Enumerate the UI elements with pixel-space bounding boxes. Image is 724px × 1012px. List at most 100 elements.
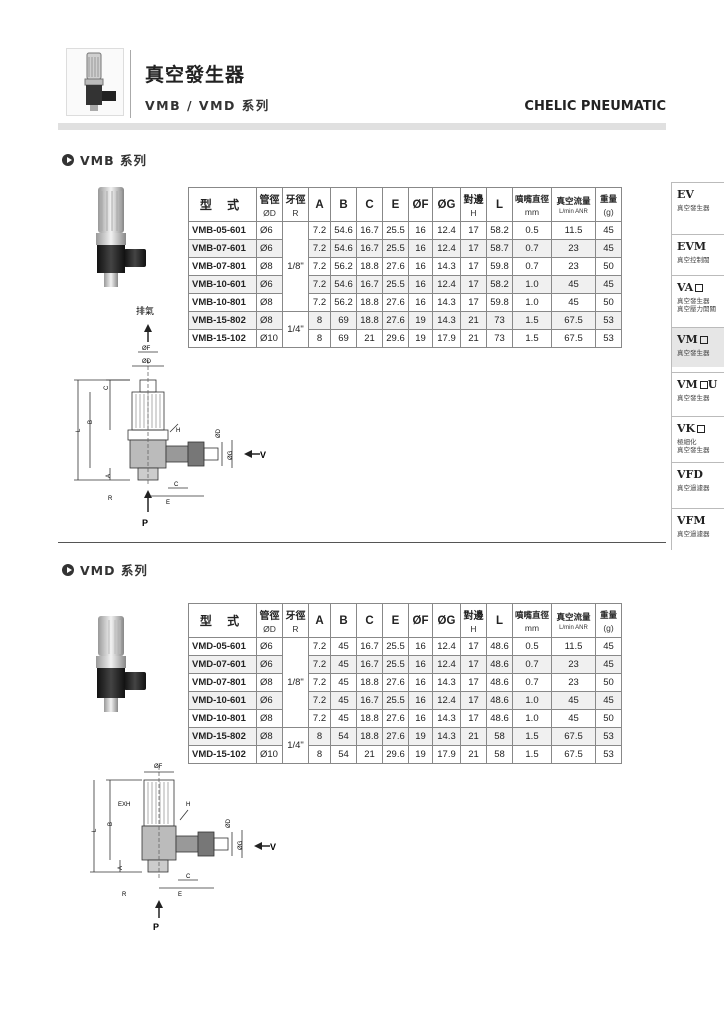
col-a: A — [308, 603, 331, 638]
cell-od: Ø8 — [256, 311, 283, 330]
cell-e: 27.6 — [382, 727, 409, 746]
cell-g: 14.3 — [432, 709, 461, 728]
cell-nozzle: 0.7 — [511, 239, 553, 258]
cell-flow: 45 — [551, 691, 597, 710]
cell-flow: 67.5 — [551, 745, 597, 764]
cell-od: Ø8 — [256, 257, 283, 276]
cell-h: 17 — [460, 293, 487, 312]
cell-e: 25.5 — [382, 275, 409, 294]
product-thumbnail — [66, 48, 124, 116]
cell-f: 16 — [408, 275, 433, 294]
cell-g: 12.4 — [432, 221, 461, 240]
sidebar-desc: 真空過濾器 — [677, 484, 710, 492]
vmb-dimension-drawing: 排氣 ØF ØD C B L H A R C E ØD ØG V P — [74, 305, 266, 528]
cell-flow: 11.5 — [551, 221, 597, 240]
cell-model: VMD-15-802 — [188, 727, 257, 746]
sidebar-code: VFM — [677, 514, 706, 527]
cell-a: 7.2 — [308, 221, 331, 240]
cell-thread: 1/8" — [282, 637, 309, 728]
cell-b: 54.6 — [330, 275, 357, 294]
cell-model: VMD-10-601 — [188, 691, 257, 710]
section-divider — [58, 542, 666, 543]
cell-h: 17 — [460, 673, 487, 692]
cell-l: 48.6 — [486, 655, 513, 674]
sidebar-code: VFD — [677, 468, 703, 481]
cell-c: 16.7 — [356, 239, 383, 258]
sidebar-desc: 極細化真空發生器 — [677, 438, 710, 455]
sidebar-code: VM — [677, 333, 724, 346]
cell-g: 14.3 — [432, 293, 461, 312]
cell-weight: 45 — [595, 691, 623, 710]
section-label: VMB 系列 — [80, 153, 147, 168]
cell-c: 21 — [356, 329, 383, 348]
cell-nozzle: 1.0 — [511, 275, 553, 294]
cell-l: 48.6 — [486, 691, 513, 710]
drawing-label-f: ØF — [142, 346, 151, 352]
cell-weight: 45 — [595, 221, 623, 240]
cell-model: VMB-15-102 — [188, 329, 257, 348]
sidebar-code: EV — [677, 188, 694, 201]
cell-b: 45 — [330, 709, 357, 728]
cell-f: 16 — [408, 673, 433, 692]
cell-e: 29.6 — [382, 329, 409, 348]
drawing-label-h: H — [186, 802, 190, 808]
drawing-label-v: V — [260, 450, 266, 460]
cell-weight: 45 — [595, 275, 623, 294]
drawing-label-c: C — [186, 874, 191, 880]
cell-e: 27.6 — [382, 311, 409, 330]
col-model: 型 式 — [188, 603, 257, 638]
cell-l: 48.6 — [486, 709, 513, 728]
cell-b: 69 — [330, 311, 357, 330]
cell-l: 73 — [486, 329, 513, 348]
cell-model: VMD-07-801 — [188, 673, 257, 692]
cell-e: 29.6 — [382, 745, 409, 764]
cell-nozzle: 1.5 — [511, 311, 553, 330]
col-l: L — [486, 187, 513, 222]
cell-flow: 23 — [551, 673, 597, 692]
drawing-label-d: ØD — [142, 359, 152, 365]
cell-f: 16 — [408, 221, 433, 240]
cell-nozzle: 1.0 — [511, 691, 553, 710]
cell-g: 17.9 — [432, 745, 461, 764]
section-heading-vmd: VMD 系列 — [62, 560, 148, 579]
cell-od: Ø8 — [256, 709, 283, 728]
cell-c: 18.8 — [356, 709, 383, 728]
cell-g: 14.3 — [432, 257, 461, 276]
cell-c: 21 — [356, 745, 383, 764]
col-weight: 重量(g) — [595, 187, 623, 222]
drawing-label-r: R — [122, 892, 127, 898]
cell-g: 12.4 — [432, 239, 461, 258]
cell-weight: 50 — [595, 673, 623, 692]
cell-b: 45 — [330, 673, 357, 692]
sidebar-item-vfd[interactable]: VFD 真空過濾器 — [672, 462, 724, 502]
cell-l: 58 — [486, 745, 513, 764]
cell-h: 17 — [460, 709, 487, 728]
placeholder-box-icon — [697, 424, 706, 433]
section-heading-vmb: VMB 系列 — [62, 150, 147, 169]
drawing-label-e: E — [178, 892, 182, 898]
cell-f: 19 — [408, 311, 433, 330]
cell-a: 8 — [308, 329, 331, 348]
cell-model: VMB-07-801 — [188, 257, 257, 276]
cell-l: 59.8 — [486, 293, 513, 312]
vmb-product-image — [96, 187, 146, 287]
cell-od: Ø10 — [256, 329, 283, 348]
cell-nozzle: 1.0 — [511, 293, 553, 312]
drawing-label-b: B — [108, 822, 114, 826]
cell-flow: 23 — [551, 655, 597, 674]
col-g: ØG — [432, 603, 461, 638]
cell-b: 54 — [330, 745, 357, 764]
cell-model: VMB-10-801 — [188, 293, 257, 312]
col-c: C — [356, 187, 383, 222]
